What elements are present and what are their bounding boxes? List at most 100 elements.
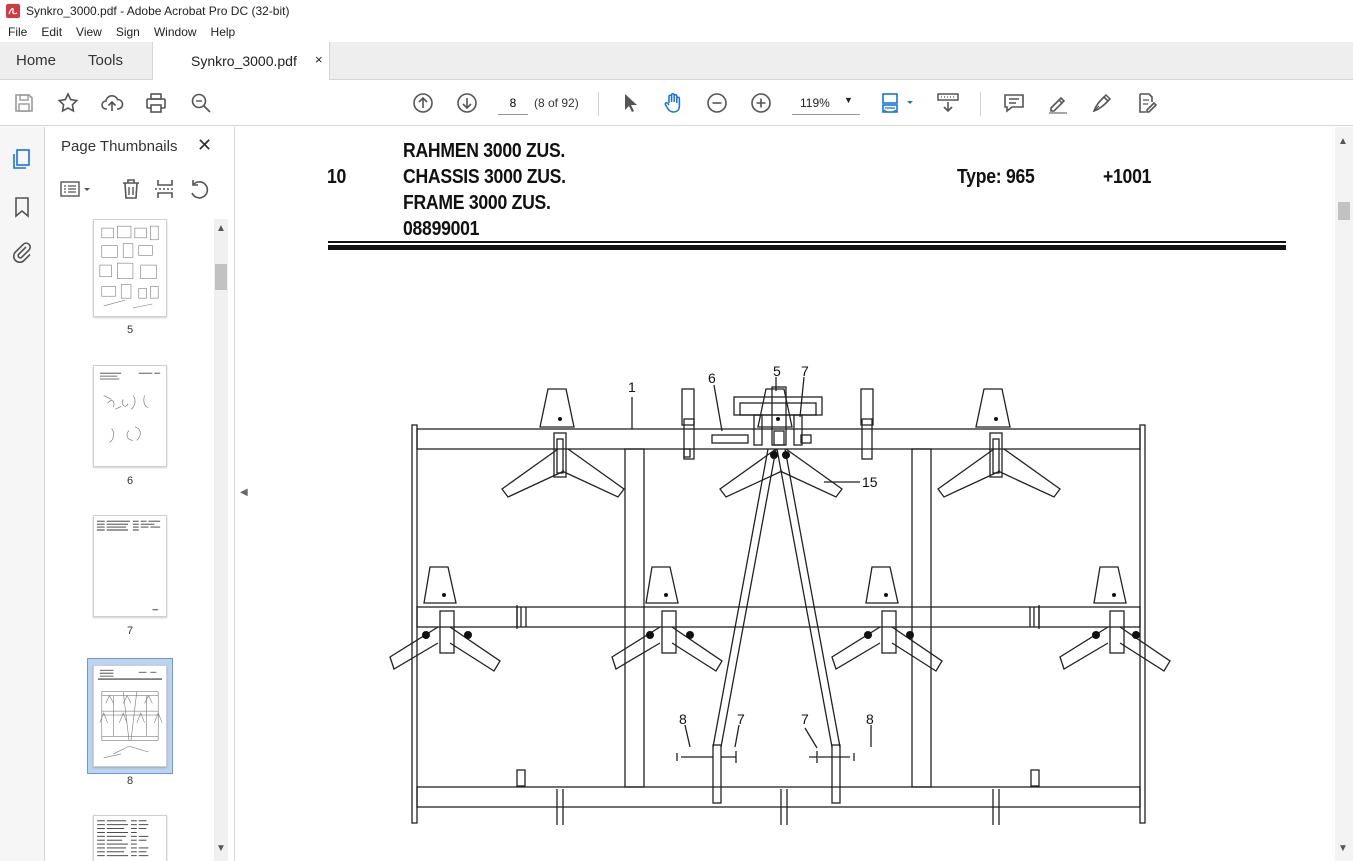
toolbar-divider <box>598 92 599 116</box>
title-bar: Synkro_3000.pdf - Adobe Acrobat Pro DC (… <box>0 0 1353 22</box>
sign-icon[interactable] <box>1090 91 1114 115</box>
header-rule-thin <box>328 241 1286 243</box>
page-thumbnails-panel: Page Thumbnails ✕ <box>45 127 235 861</box>
thumbnail-preview <box>96 520 161 611</box>
page-count: (8 of 92) <box>534 96 579 110</box>
page-down-icon[interactable] <box>455 91 479 115</box>
callout-5: 5 <box>773 363 781 379</box>
hand-tool-icon[interactable] <box>661 91 685 115</box>
frame-drawing <box>389 376 1171 825</box>
menu-help[interactable]: Help <box>210 25 236 39</box>
chevron-down-icon: ▼ <box>844 95 853 105</box>
type-label: Type: 965 <box>957 166 1035 188</box>
document-scroll-thumb[interactable] <box>1338 202 1350 220</box>
panel-title: Page Thumbnails <box>61 138 178 155</box>
callout-7-top: 7 <box>801 363 809 379</box>
attachment-icon[interactable] <box>10 240 34 264</box>
menu-file[interactable]: File <box>8 25 28 39</box>
menu-sign[interactable]: Sign <box>115 25 140 39</box>
save-icon[interactable] <box>12 91 36 115</box>
toolbar-divider <box>980 92 981 116</box>
upload-icon[interactable] <box>100 91 124 115</box>
tab-bar: Home Tools Synkro_3000.pdf × <box>0 42 1353 80</box>
thumbnail-preview <box>97 820 149 857</box>
thumbnail-page-9[interactable] <box>93 815 167 861</box>
panel-collapse-handle[interactable]: ◀ <box>236 127 254 861</box>
title-english: FRAME 3000 ZUS. <box>403 192 551 214</box>
zoom-dropdown[interactable]: 119% ▼ <box>792 91 860 115</box>
callout-7-left: 7 <box>737 711 745 727</box>
frame-diagram: 1 6 5 7 15 8 7 7 8 <box>328 241 1286 825</box>
callout-1: 1 <box>628 379 636 395</box>
page-up-icon[interactable] <box>411 91 435 115</box>
rotate-icon[interactable] <box>187 177 211 201</box>
tab-home[interactable]: Home <box>16 52 57 69</box>
thumbnail-page-6[interactable] <box>93 365 167 467</box>
navigation-rail <box>0 127 45 861</box>
thumbnail-preview <box>97 669 163 759</box>
page-thumbnails-icon[interactable] <box>10 147 34 171</box>
delete-icon[interactable] <box>119 177 143 201</box>
thumbnail-label: 6 <box>126 475 134 487</box>
page-number-input[interactable] <box>498 91 528 115</box>
panel-toolbar <box>59 177 229 203</box>
tab-document[interactable]: Synkro_3000.pdf × <box>152 42 330 80</box>
scroll-up-icon[interactable]: ▲ <box>216 223 226 234</box>
pdf-page: 10 RAHMEN 3000 ZUS. CHASSIS 3000 ZUS. FR… <box>254 127 1335 861</box>
callout-7-right: 7 <box>801 711 809 727</box>
scroll-up-icon[interactable]: ▲ <box>1338 136 1348 147</box>
thumbnail-preview <box>99 372 161 443</box>
edit-pdf-icon[interactable] <box>1134 91 1158 115</box>
thumbnail-page-5[interactable] <box>93 219 167 317</box>
select-cursor-icon[interactable] <box>618 91 642 115</box>
tab-close-button[interactable]: × <box>315 52 323 67</box>
thumbnail-label: 8 <box>126 775 134 787</box>
callout-8-right: 8 <box>866 711 874 727</box>
fit-page-icon[interactable] <box>880 91 916 115</box>
print-icon[interactable] <box>144 91 168 115</box>
panel-close-button[interactable]: ✕ <box>197 135 213 155</box>
thumbnail-options-icon[interactable] <box>59 177 95 201</box>
header-rule-thick <box>328 245 1286 250</box>
callout-15: 15 <box>862 474 878 490</box>
zoom-search-icon[interactable] <box>189 91 213 115</box>
zoom-out-icon[interactable] <box>705 91 729 115</box>
scroll-down-icon[interactable]: ▼ <box>1338 843 1348 854</box>
menu-bar: File Edit View Sign Window Help <box>0 22 1353 42</box>
callout-6: 6 <box>708 370 716 386</box>
title-german: RAHMEN 3000 ZUS. <box>403 140 566 162</box>
part-number: 08899001 <box>403 218 480 240</box>
section-number: 10 <box>327 166 347 188</box>
document-scrollbar[interactable]: ▲ ▼ <box>1335 127 1353 861</box>
thumbnail-page-7[interactable] <box>93 515 167 617</box>
callout-8-left: 8 <box>679 711 687 727</box>
collapse-left-icon: ◀ <box>240 487 248 498</box>
scroll-mode-icon[interactable] <box>936 91 960 115</box>
zoom-value: 119% <box>800 96 830 110</box>
star-icon[interactable] <box>56 91 80 115</box>
menu-view[interactable]: View <box>76 25 102 39</box>
thumbnail-label: 5 <box>126 324 134 336</box>
title-french: CHASSIS 3000 ZUS. <box>403 166 566 188</box>
window-title: Synkro_3000.pdf - Adobe Acrobat Pro DC (… <box>26 4 290 18</box>
thumbnail-page-8[interactable] <box>93 665 167 767</box>
highlight-icon[interactable] <box>1046 91 1070 115</box>
thumbnail-scrollbar[interactable] <box>214 219 228 861</box>
toolbar: (8 of 92) 119% ▼ <box>0 80 1353 126</box>
document-view[interactable]: 10 RAHMEN 3000 ZUS. CHASSIS 3000 ZUS. FR… <box>254 127 1335 861</box>
tab-document-label: Synkro_3000.pdf <box>191 53 297 69</box>
menu-edit[interactable]: Edit <box>41 25 63 39</box>
comment-icon[interactable] <box>1002 91 1026 115</box>
tab-tools[interactable]: Tools <box>88 52 124 69</box>
zoom-in-icon[interactable] <box>749 91 773 115</box>
thumbnail-label: 7 <box>126 625 134 637</box>
callout-labels: 1 6 5 7 15 8 7 7 8 <box>628 363 878 727</box>
thumbnail-scroll-thumb[interactable] <box>215 264 227 290</box>
split-pages-icon[interactable] <box>153 177 177 201</box>
thumbnail-preview <box>99 225 159 309</box>
scroll-down-icon[interactable]: ▼ <box>216 843 226 854</box>
menu-window[interactable]: Window <box>153 25 197 39</box>
thumbnail-list: 5 6 <box>45 219 215 861</box>
fasteners <box>422 417 1140 639</box>
bookmark-icon[interactable] <box>10 195 34 219</box>
